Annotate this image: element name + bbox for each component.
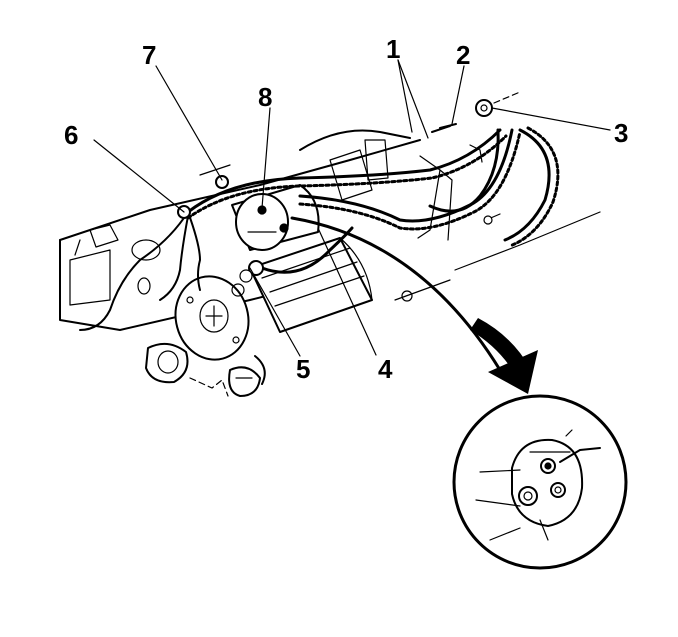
callout-3: 3 xyxy=(614,118,628,148)
callout-8: 8 xyxy=(258,82,272,112)
callout-leaders xyxy=(93,59,611,357)
wiring-harness xyxy=(79,126,560,331)
callout-7: 7 xyxy=(142,40,156,70)
detail-arrow xyxy=(290,216,538,394)
sensor-connector xyxy=(131,239,266,397)
callout-2: 2 xyxy=(456,40,470,70)
starter-solenoid xyxy=(231,184,320,251)
callout-6: 6 xyxy=(64,120,78,150)
detail-circle xyxy=(452,394,628,570)
callout-labels: 1 2 3 4 5 6 7 8 xyxy=(64,34,628,384)
starter-motor xyxy=(174,237,373,361)
callout-4: 4 xyxy=(378,354,393,384)
fasteners xyxy=(177,91,521,225)
callout-1: 1 xyxy=(386,34,400,64)
callout-5: 5 xyxy=(296,354,310,384)
